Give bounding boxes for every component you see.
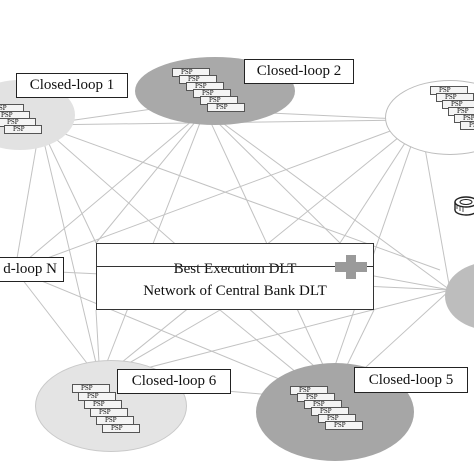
- closed-loop-6-cards: PSP PSP PSP PSP PSP PSP: [72, 384, 162, 444]
- link: [14, 119, 421, 271]
- closed-loop-2-cards: PSP PSP PSP PSP PSP PSP: [172, 68, 262, 120]
- best-execution-dlt-label: Best Execution DLT: [173, 261, 297, 277]
- closed-loop-3-cards: PSP PSP PSP PSP PSP PSP: [430, 86, 474, 136]
- psp-card: PSP: [207, 103, 245, 112]
- central-bank-dlt-label: Network of Central Bank DLT: [143, 283, 327, 299]
- link: [329, 119, 421, 381]
- link: [39, 124, 101, 381]
- link: [204, 109, 341, 244]
- closed-loop-2-label: Closed-loop 2: [244, 59, 354, 84]
- link: [95, 109, 206, 244]
- closed-loop-1-label: Closed-loop 1: [16, 73, 128, 98]
- plus-icon: [335, 255, 367, 279]
- link: [204, 109, 451, 291]
- link: [14, 109, 206, 271]
- closed-loop-5-cards: PSP PSP PSP PSP PSP PSP: [290, 386, 380, 446]
- link: [373, 275, 451, 291]
- central-bank-box: Best Execution DLT Network of Central Ba…: [96, 243, 374, 310]
- link: [99, 289, 451, 381]
- psp-card: PSP: [4, 125, 42, 134]
- link: [14, 124, 41, 271]
- psp-card: PSP: [460, 121, 474, 130]
- closed-loop-1-cards: PSP PSP PSP PSP: [0, 104, 66, 144]
- closed-loop-6-label: Closed-loop 6: [117, 369, 231, 394]
- closed-loop-5-label: Closed-loop 5: [354, 367, 468, 393]
- psp-card: PSP: [325, 421, 363, 430]
- link: [39, 124, 97, 244]
- center-divider: [97, 266, 373, 267]
- psp-card: PSP: [102, 424, 140, 433]
- coin-icon: [454, 196, 474, 216]
- closed-loop-n-label: d-loop N: [0, 257, 64, 282]
